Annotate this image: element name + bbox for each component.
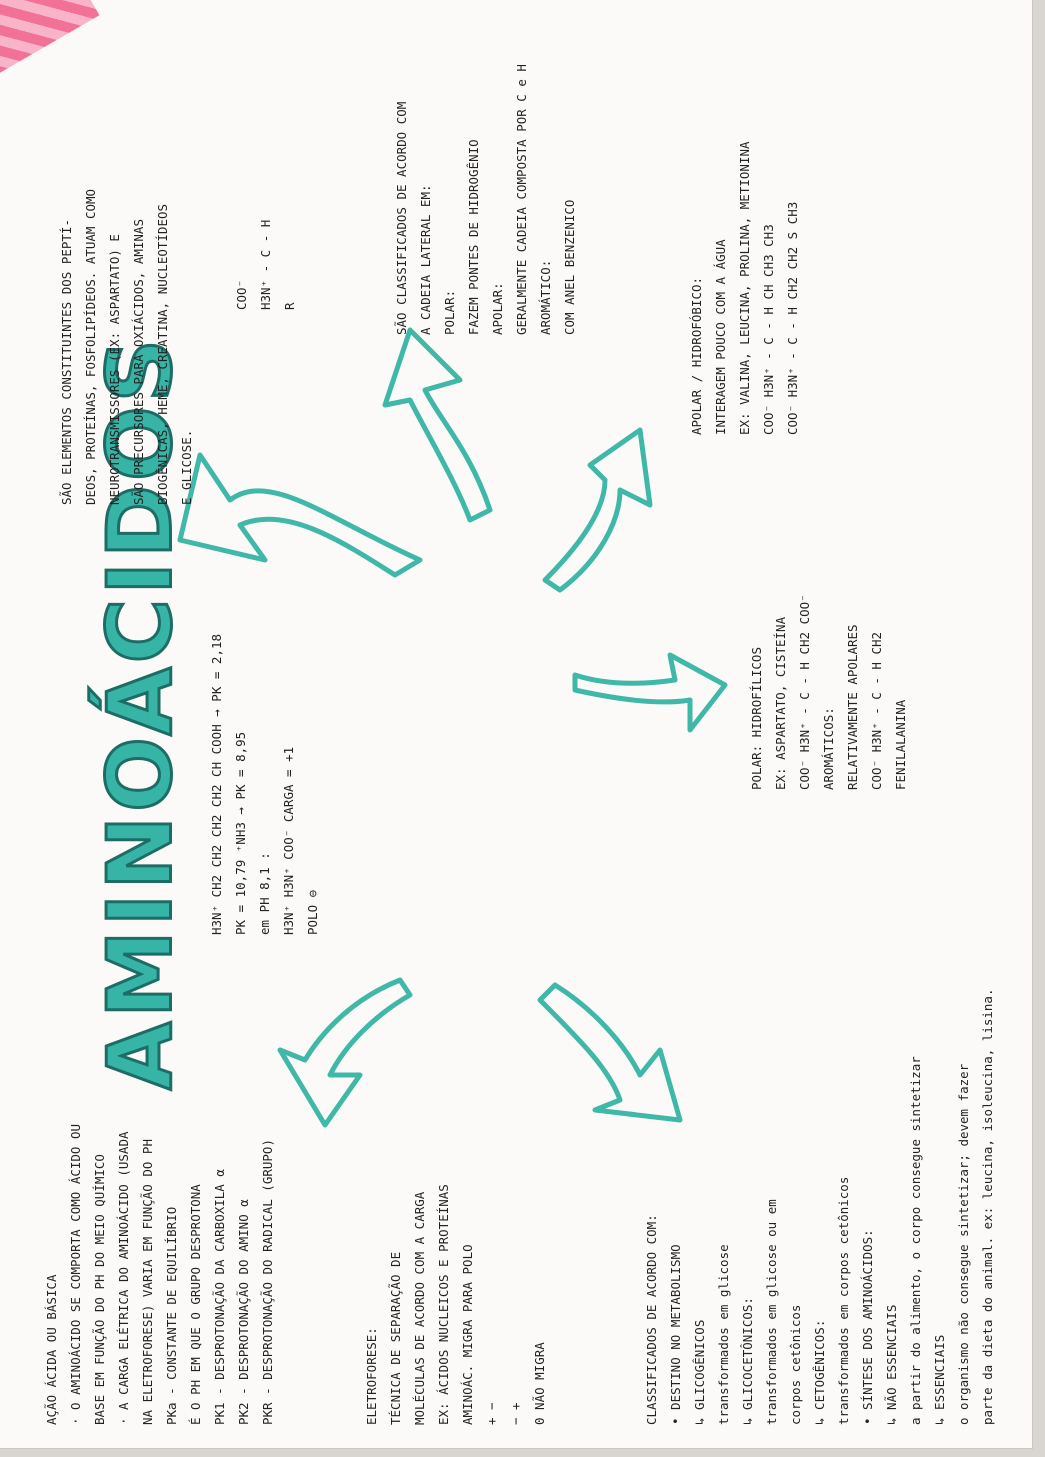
arrow-down-right bbox=[537, 982, 683, 1123]
arrow-down-left bbox=[277, 977, 413, 1128]
arrow-up-left bbox=[177, 452, 423, 578]
electrophoresis-block: ELETROFORESE: TÉCNICA DE SEPARAÇÃO DE MO… bbox=[364, 1184, 547, 1425]
arrow-right-top bbox=[542, 427, 653, 593]
apolar-block: APOLAR / HIDROFÓBICO: INTERAGEM POUCO CO… bbox=[689, 141, 800, 436]
arrow-up-right bbox=[382, 327, 493, 523]
general-formula: COO⁻ H3N⁺ - C - H R bbox=[234, 219, 297, 310]
arrow-right-mid bbox=[572, 652, 728, 733]
metabolism-block: CLASSIFICADOS DE ACORDO COM: • DESTINO N… bbox=[644, 988, 995, 1426]
pk-example-block: H3N⁺ CH2 CH2 CH2 CH2 CH COOH → PK = 2,18… bbox=[209, 633, 320, 935]
polar-block: POLAR: HIDROFÍLICOS EX: ASPARTATO, CISTE… bbox=[749, 594, 908, 790]
acid-base-block: AÇÃO ÁCIDA OU BÁSICA · O AMINOÁCIDO SE C… bbox=[44, 1123, 275, 1425]
definition-block: SÃO ELEMENTOS CONSTITUINTES DOS PEPTÍ- D… bbox=[59, 188, 194, 505]
classification-block: SÃO CLASSIFICADOS DE ACORDO COM A CADEIA… bbox=[394, 64, 577, 335]
